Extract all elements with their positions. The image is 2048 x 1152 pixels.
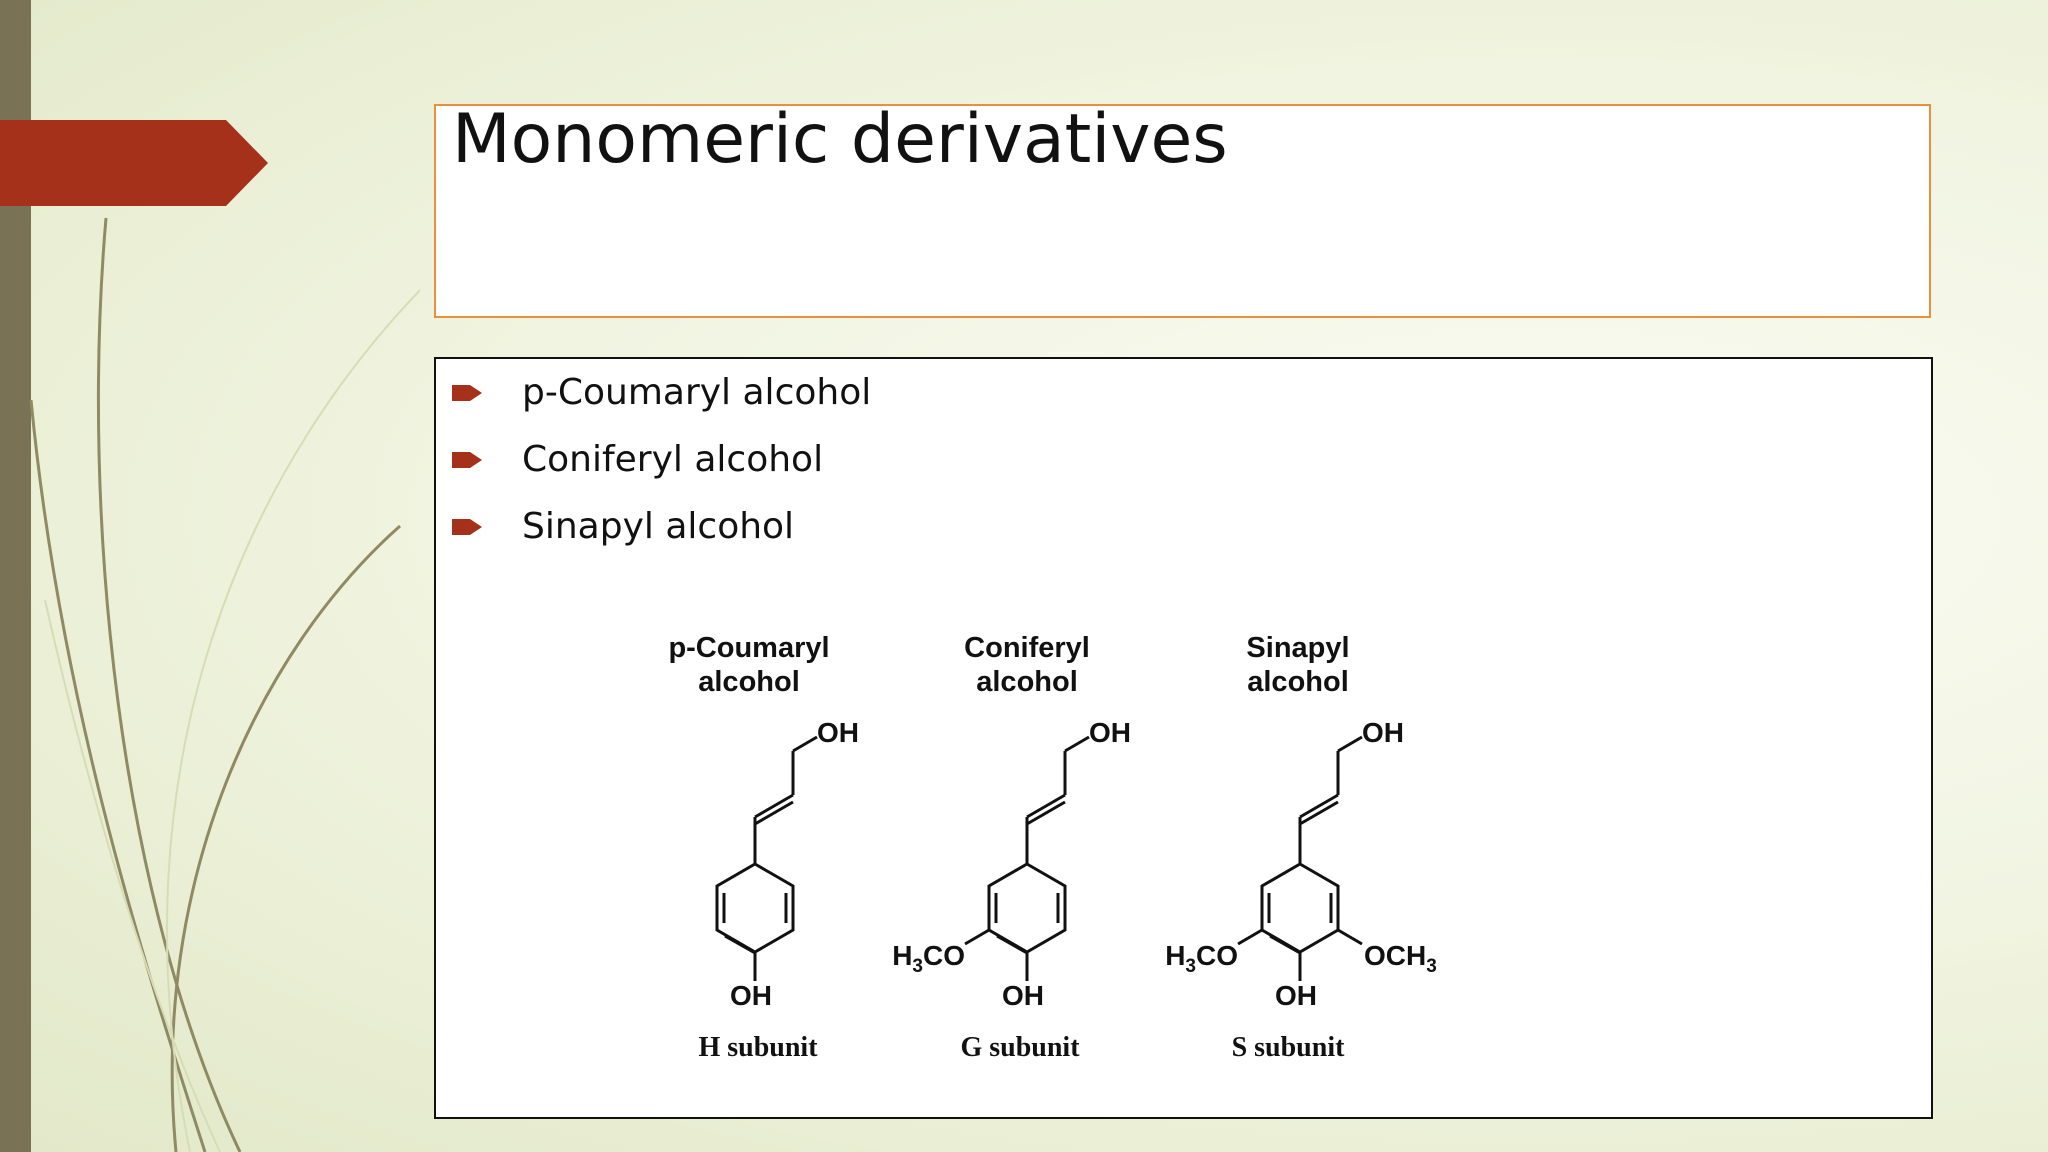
arrow-bullet-icon bbox=[452, 384, 482, 401]
bullet-item: p-Coumaryl alcohol bbox=[452, 359, 871, 426]
methoxy-left-label: H3CO bbox=[1165, 940, 1238, 977]
title-arrow-icon bbox=[0, 120, 268, 206]
bullet-text: p-Coumaryl alcohol bbox=[522, 372, 872, 413]
subunit-label: H subunit bbox=[698, 1032, 818, 1063]
bullet-list: p-Coumaryl alcohol Coniferyl alcohol Sin… bbox=[452, 359, 871, 560]
monomer-name-line1: Sinapyl bbox=[1246, 632, 1349, 664]
subunit-label: G subunit bbox=[960, 1032, 1080, 1063]
subunit-label: S subunit bbox=[1232, 1032, 1346, 1063]
top-hydroxyl-label: OH bbox=[1089, 717, 1131, 748]
bullet-text: Sinapyl alcohol bbox=[522, 506, 795, 547]
p-coumaryl-alcohol-structure: p-Coumaryl alcohol OH OH H subunit bbox=[668, 632, 859, 1063]
monomer-name-line1: Coniferyl bbox=[964, 632, 1090, 664]
methoxy-right-label: OCH3 bbox=[1364, 940, 1437, 977]
sinapyl-alcohol-structure: Sinapyl alcohol OH H3CO OCH3 OH S subuni… bbox=[1165, 632, 1437, 1063]
decorative-swoosh-lines bbox=[29, 217, 420, 1152]
content-box: p-Coumaryl alcohol Coniferyl alcohol Sin… bbox=[434, 357, 1933, 1119]
monomer-name-line2: alcohol bbox=[976, 666, 1078, 698]
coniferyl-alcohol-structure: Coniferyl alcohol OH H3CO OH G subunit bbox=[892, 632, 1131, 1063]
bullet-text: Coniferyl alcohol bbox=[522, 439, 824, 480]
top-hydroxyl-label: OH bbox=[1362, 717, 1404, 748]
monomer-name-line1: p-Coumaryl bbox=[668, 632, 829, 664]
bottom-hydroxyl-label: OH bbox=[1002, 980, 1044, 1011]
bullet-item: Sinapyl alcohol bbox=[452, 493, 871, 560]
bottom-hydroxyl-label: OH bbox=[1275, 980, 1317, 1011]
arrow-bullet-icon bbox=[452, 451, 482, 468]
methoxy-left-label: H3CO bbox=[892, 940, 965, 977]
monolignol-structures-figure: p-Coumaryl alcohol OH OH H subunit Conif… bbox=[668, 632, 1437, 1063]
title-box: Monomeric derivatives bbox=[434, 100, 1931, 318]
arrow-bullet-icon bbox=[452, 518, 482, 535]
bullet-item: Coniferyl alcohol bbox=[452, 426, 871, 493]
bottom-hydroxyl-label: OH bbox=[730, 980, 772, 1011]
slide-title: Monomeric derivatives bbox=[452, 100, 1228, 179]
monomer-name-line2: alcohol bbox=[698, 666, 800, 698]
monomer-name-line2: alcohol bbox=[1247, 666, 1349, 698]
top-hydroxyl-label: OH bbox=[817, 717, 859, 748]
